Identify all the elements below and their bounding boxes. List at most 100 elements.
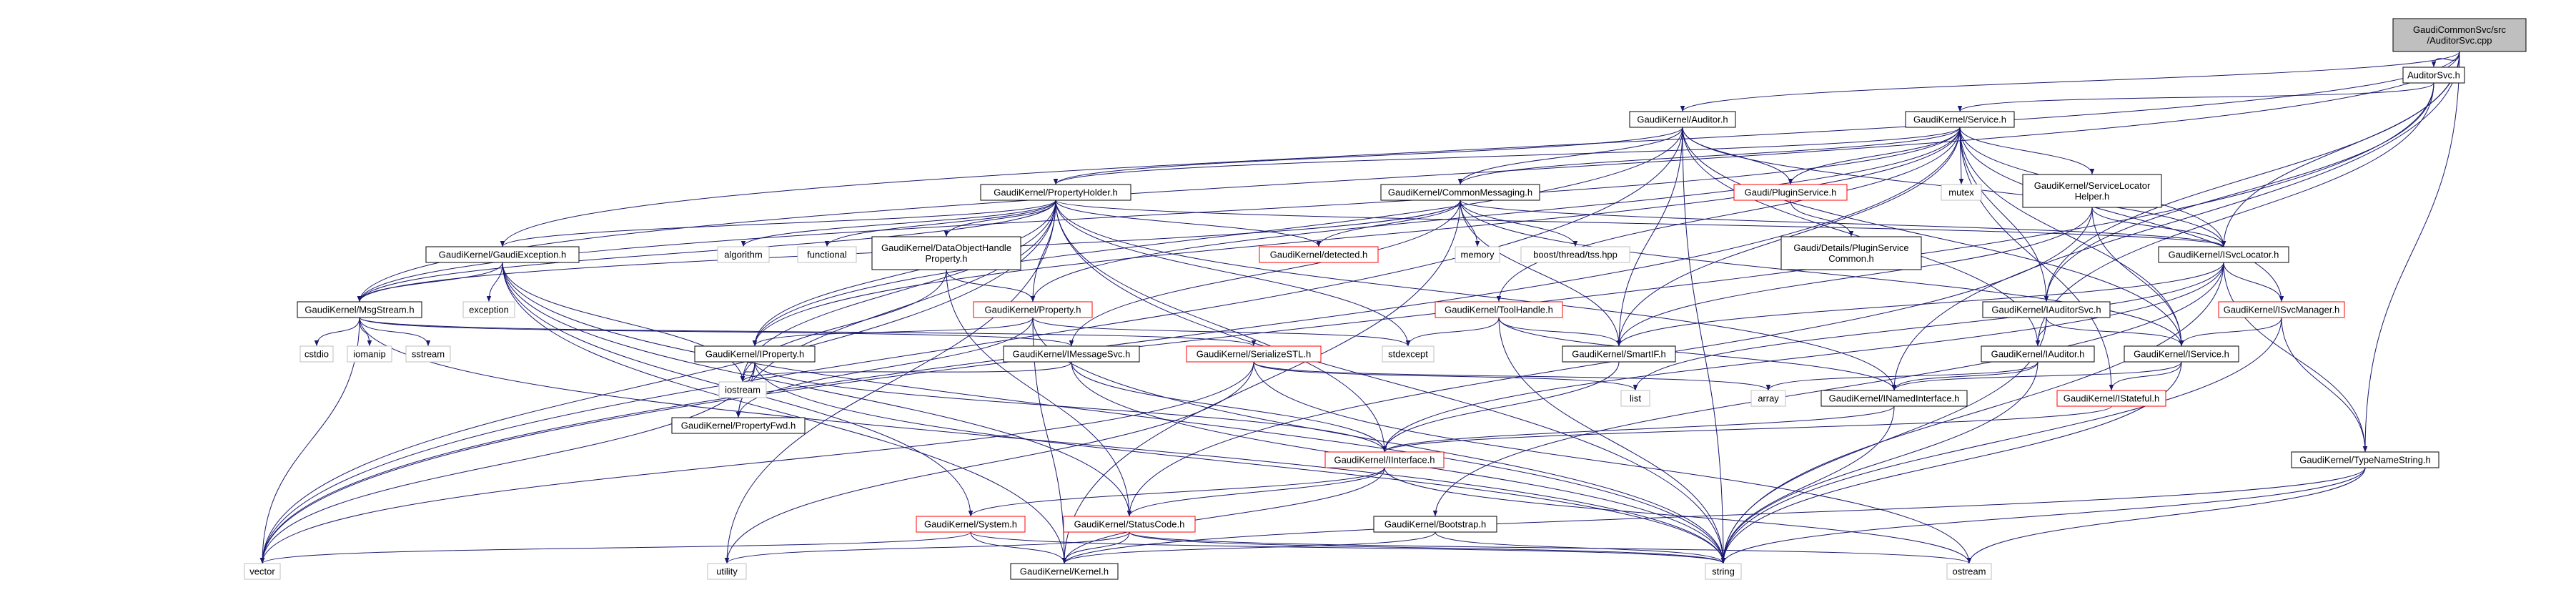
edge-isvcmanager_h-to-iservice_h: [2179, 317, 2282, 347]
node-iauditorsvc_h[interactable]: GaudiKernel/IAuditorSvc.h: [1982, 301, 2111, 318]
node-label-servicelocatorhelper_h-0: GaudiKernel/ServiceLocator: [2034, 180, 2151, 191]
node-label-serializestl_h-0: GaudiKernel/SerializeSTL.h: [1197, 349, 1311, 360]
node-box-isvclocator_h: [2158, 246, 2289, 263]
node-detected_h[interactable]: GaudiKernel/detected.h: [1259, 246, 1379, 263]
node-system_h[interactable]: GaudiKernel/System.h: [916, 516, 1026, 533]
edge-commonmessaging_h-to-detected_h: [1316, 200, 1461, 247]
edge-auditor_h-to-vector: [259, 127, 1683, 564]
edge-typenamestring_h-to-ostream: [1966, 467, 2366, 564]
edge-typenamestring_h-to-string: [1720, 467, 2366, 564]
edge-msgstream_h-to-sstream: [359, 317, 431, 347]
node-root[interactable]: GaudiCommonSvc/src/AuditorSvc.cpp: [2392, 18, 2527, 52]
node-statuscode_h[interactable]: GaudiKernel/StatusCode.h: [1063, 516, 1196, 533]
node-inamedinterface_h[interactable]: GaudiKernel/INamedInterface.h: [1820, 390, 1968, 407]
edge-servicelocatorhelper_h-to-isvclocator_h: [2091, 207, 2226, 247]
node-iauditor_h[interactable]: GaudiKernel/IAuditor.h: [1981, 345, 2095, 363]
edge-service_h-to-commonmessaging_h: [1457, 127, 1961, 185]
node-label-gaudiexception_h-0: GaudiKernel/GaudiException.h: [439, 250, 567, 260]
node-iproperty_h[interactable]: GaudiKernel/IProperty.h: [694, 345, 816, 363]
node-serializestl_h[interactable]: GaudiKernel/SerializeSTL.h: [1186, 345, 1322, 363]
node-box-commonmessaging_h: [1380, 184, 1540, 201]
node-property_h_red[interactable]: GaudiKernel/Property.h: [973, 301, 1093, 318]
edge-iservice_h-to-istateful_h: [2109, 361, 2182, 391]
edge-serializestl_h-to-list: [1253, 361, 1638, 391]
node-iservice_h[interactable]: GaudiKernel/IService.h: [2124, 345, 2239, 363]
edge-statuscode_h-to-ostream: [1129, 531, 1971, 564]
node-isvcmanager_h[interactable]: GaudiKernel/ISvcManager.h: [2218, 301, 2345, 318]
node-pluginservice_h[interactable]: Gaudi/PluginService.h: [1733, 184, 1848, 201]
node-box-propertyholder_h: [980, 184, 1131, 201]
edge-inamedinterface_h-to-string: [1720, 405, 1895, 564]
node-box-istateful_h: [2056, 390, 2166, 407]
node-label-kernel_h-0: GaudiKernel/Kernel.h: [1020, 566, 1109, 577]
node-box-msgstream_h: [297, 301, 422, 318]
node-auditor_h[interactable]: GaudiKernel/Auditor.h: [1629, 111, 1736, 128]
node-label-dataobjecthandleproperty_h-1: Property.h: [925, 253, 967, 264]
edge-auditor_h-to-iservice_h: [1682, 127, 2184, 347]
edge-propertyholder_h-to-dataobjecthandleproperty_h: [943, 200, 1056, 237]
node-box-vector: [244, 563, 281, 580]
edge-isvcmanager_h-to-typenamestring_h: [2281, 317, 2368, 453]
edge-propertyholder_h-to-msgstream_h: [357, 200, 1056, 303]
node-service_h[interactable]: GaudiKernel/Service.h: [1905, 111, 2015, 128]
node-label-utility-0: utility: [716, 566, 738, 577]
node-propertyfwd_h[interactable]: GaudiKernel/PropertyFwd.h: [671, 417, 806, 434]
node-exception: exception: [462, 301, 515, 318]
node-iinterface_h[interactable]: GaudiKernel/IInterface.h: [1324, 451, 1445, 468]
node-box-imessagesvc_h: [1003, 345, 1140, 363]
node-isvclocator_h[interactable]: GaudiKernel/ISvcLocator.h: [2158, 246, 2289, 263]
edge-msgstream_h-to-imessagesvc_h: [359, 317, 1074, 347]
edge-propertyholder_h-to-detected_h: [1055, 200, 1322, 247]
node-label-msgstream_h-0: GaudiKernel/MsgStream.h: [304, 305, 414, 315]
edge-iauditor_h-to-string: [1720, 361, 2038, 564]
node-label-servicelocatorhelper_h-1: Helper.h: [2075, 191, 2109, 202]
edge-auditor_h-to-iproperty_h: [752, 127, 1683, 347]
node-box-gaudiexception_h: [425, 246, 580, 263]
node-gaudiexception_h[interactable]: GaudiKernel/GaudiException.h: [425, 246, 580, 263]
node-box-mutex: [1941, 184, 1982, 201]
edge-commonmessaging_h-to-iservice_h: [1460, 200, 2184, 347]
edge-iservice_h-to-inamedinterface_h: [1891, 361, 2182, 391]
node-label-memory-0: memory: [1461, 250, 1495, 260]
node-label-iomanip-0: iomanip: [353, 349, 386, 360]
edge-auditor_h-to-commonmessaging_h: [1457, 127, 1683, 185]
node-label-service_h-0: GaudiKernel/Service.h: [1913, 114, 2006, 125]
node-label-iinterface_h-0: GaudiKernel/IInterface.h: [1334, 455, 1435, 466]
node-label-pluginservicecommon_h-0: Gaudi/Details/PluginService: [1793, 242, 1908, 253]
node-auditorsvc_h[interactable]: AuditorSvc.h: [2402, 67, 2465, 84]
node-label-pluginservicecommon_h-1: Common.h: [1828, 253, 1874, 264]
node-box-statuscode_h: [1063, 516, 1196, 533]
edge-serializestl_h-to-vector: [259, 361, 1254, 564]
edge-statuscode_h-to-utility: [724, 531, 1130, 564]
edge-auditorsvc_h-to-vector: [259, 82, 2434, 564]
edge-service_h-to-vector: [259, 127, 1961, 564]
node-kernel_h[interactable]: GaudiKernel/Kernel.h: [1010, 563, 1119, 580]
edge-propertyholder_h-to-utility: [724, 200, 1056, 564]
edge-msgstream_h-to-cstdio: [314, 317, 360, 347]
node-box-array: [1750, 390, 1786, 407]
node-propertyholder_h[interactable]: GaudiKernel/PropertyHolder.h: [980, 184, 1131, 201]
node-label-sstream-0: sstream: [412, 349, 445, 360]
node-label-functional-0: functional: [807, 250, 847, 260]
node-istateful_h[interactable]: GaudiKernel/IStateful.h: [2056, 390, 2166, 407]
node-bootstrap_h[interactable]: GaudiKernel/Bootstrap.h: [1373, 516, 1497, 533]
node-label-inamedinterface_h-0: GaudiKernel/INamedInterface.h: [1829, 393, 1960, 404]
node-label-ostream-0: ostream: [1953, 566, 1986, 577]
node-box-servicelocatorhelper_h: [2022, 174, 2162, 208]
node-label-iservice_h-0: GaudiKernel/IService.h: [2134, 349, 2229, 360]
node-label-typenamestring_h-0: GaudiKernel/TypeNameString.h: [2299, 455, 2431, 466]
edge-toolhandle_h-to-smartif_h: [1498, 317, 1622, 347]
node-smartif_h[interactable]: GaudiKernel/SmartIF.h: [1562, 345, 1676, 363]
node-msgstream_h[interactable]: GaudiKernel/MsgStream.h: [297, 301, 422, 318]
node-array: array: [1750, 390, 1786, 407]
edge-propertyholder_h-to-stdexcept: [1055, 200, 1411, 347]
node-typenamestring_h[interactable]: GaudiKernel/TypeNameString.h: [2291, 451, 2439, 468]
node-toolhandle_h[interactable]: GaudiKernel/ToolHandle.h: [1435, 301, 1563, 318]
node-commonmessaging_h[interactable]: GaudiKernel/CommonMessaging.h: [1380, 184, 1540, 201]
node-box-iinterface_h: [1324, 451, 1445, 468]
node-imessagesvc_h[interactable]: GaudiKernel/IMessageSvc.h: [1003, 345, 1140, 363]
edge-isvclocator_h-to-smartif_h: [1616, 262, 2224, 347]
